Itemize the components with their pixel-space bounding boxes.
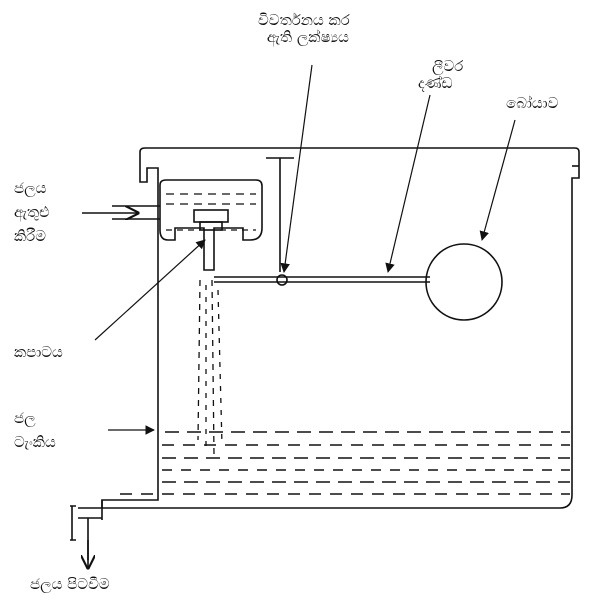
fulcrum-leader xyxy=(280,64,313,273)
valve-label: කපාටය xyxy=(14,343,63,361)
water-in-label-line2: ඇතුළු xyxy=(14,203,50,221)
float-ball xyxy=(425,243,503,321)
float-leader xyxy=(479,119,516,241)
tank-outline xyxy=(101,147,580,509)
outlet-tap xyxy=(70,500,103,560)
water-surface xyxy=(120,431,570,495)
valve-label-text: කපාටය xyxy=(14,343,63,361)
pivot-post xyxy=(266,157,294,272)
lever-leader xyxy=(385,94,431,273)
lever-label-line1: ලීවර xyxy=(432,57,464,75)
housing-water xyxy=(166,193,256,231)
valve-leader xyxy=(94,239,206,341)
float-label-text: බෝයාව xyxy=(506,94,559,112)
valve-housing xyxy=(159,179,263,271)
lever-label: ලීවර දණ්ඩ xyxy=(418,57,464,93)
fulcrum-label: විවර්තනය කර ඇති ලක්ෂ්‍යය xyxy=(258,11,350,47)
water-stream xyxy=(197,279,223,456)
float-label: බෝයාව xyxy=(506,94,559,112)
water-out-label-text: ජලය පිටවීම xyxy=(30,575,110,593)
tank-label: ජල ටැංකිය xyxy=(14,406,56,454)
water-in-label: ජලය ඇතුළු කිරීම xyxy=(14,176,49,248)
tank-label-line1: ජල xyxy=(14,409,36,427)
pivot-point xyxy=(276,274,288,286)
fulcrum-label-line1: විවර්තනය කර xyxy=(258,11,350,29)
lever-label-line2: දණ්ඩ xyxy=(418,74,453,93)
water-out-label: ජලය පිටවීම xyxy=(30,575,110,593)
water-in-label-line1: ජලය xyxy=(14,179,47,197)
lever-rod xyxy=(214,276,430,283)
valve-piston xyxy=(193,209,229,223)
tank-label-line2: ටැංකිය xyxy=(14,433,56,451)
fulcrum-label-line2: ඇති ලක්ෂ්‍යය xyxy=(266,28,349,47)
water-in-label-line3: කිරීම xyxy=(14,227,47,245)
